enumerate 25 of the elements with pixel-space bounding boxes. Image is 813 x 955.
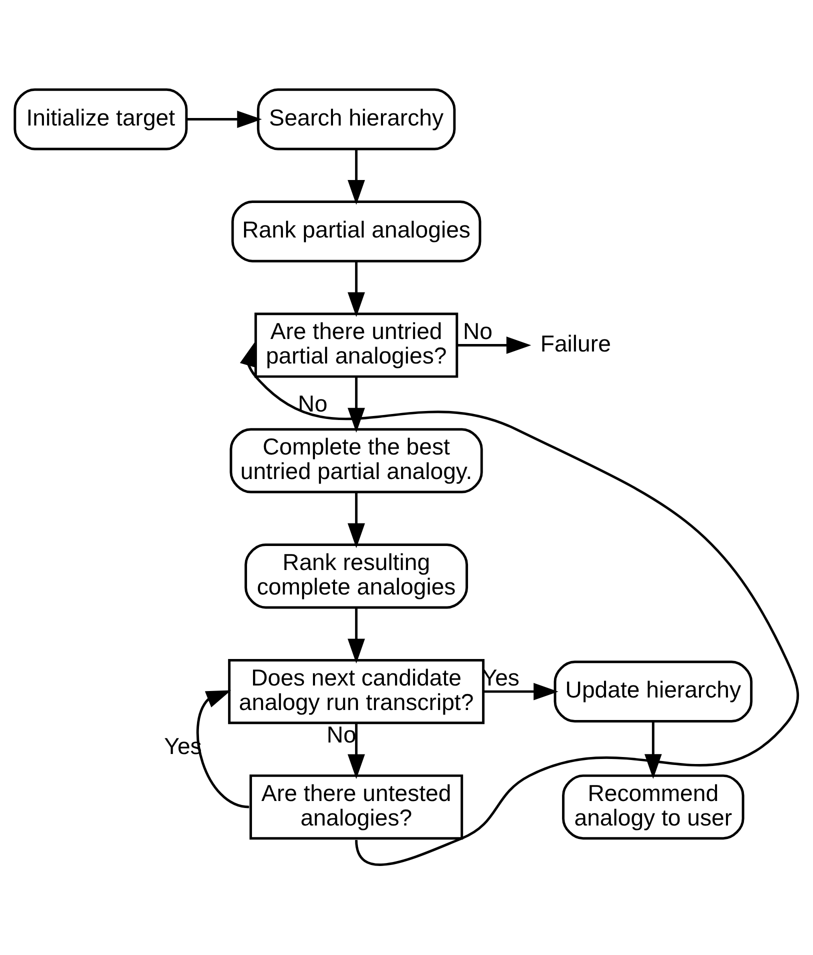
arrow <box>644 722 662 779</box>
arrow <box>196 690 250 808</box>
node-box: Complete the best untried partial analogy. <box>230 428 483 494</box>
node-box: Search hierarchy <box>256 88 456 150</box>
edge-label: No <box>298 390 328 417</box>
node-box: Update hierarchy <box>554 660 753 722</box>
arrow <box>484 682 558 700</box>
node-text: Failure <box>540 330 611 356</box>
node-box: Does next candidate analogy run transcript? <box>228 659 485 724</box>
node-box: Initialize target <box>14 88 188 150</box>
edge-label: No <box>462 318 493 344</box>
node-box: Recommend analogy to user <box>562 774 744 840</box>
arrow <box>186 110 262 128</box>
arrow <box>240 342 799 866</box>
arrow <box>456 336 532 354</box>
arrow <box>348 723 365 779</box>
arrow <box>348 150 365 205</box>
node-box: Are there untested analogies? <box>250 774 464 840</box>
arrow <box>348 376 365 433</box>
node-box: Rank partial analogies <box>231 200 482 262</box>
arrow <box>348 492 365 548</box>
node-box: Rank resulting complete analogies <box>244 544 468 609</box>
arrow <box>348 608 365 664</box>
node-box: Are there untried partial analogies? <box>254 312 458 378</box>
arrow <box>348 262 365 318</box>
